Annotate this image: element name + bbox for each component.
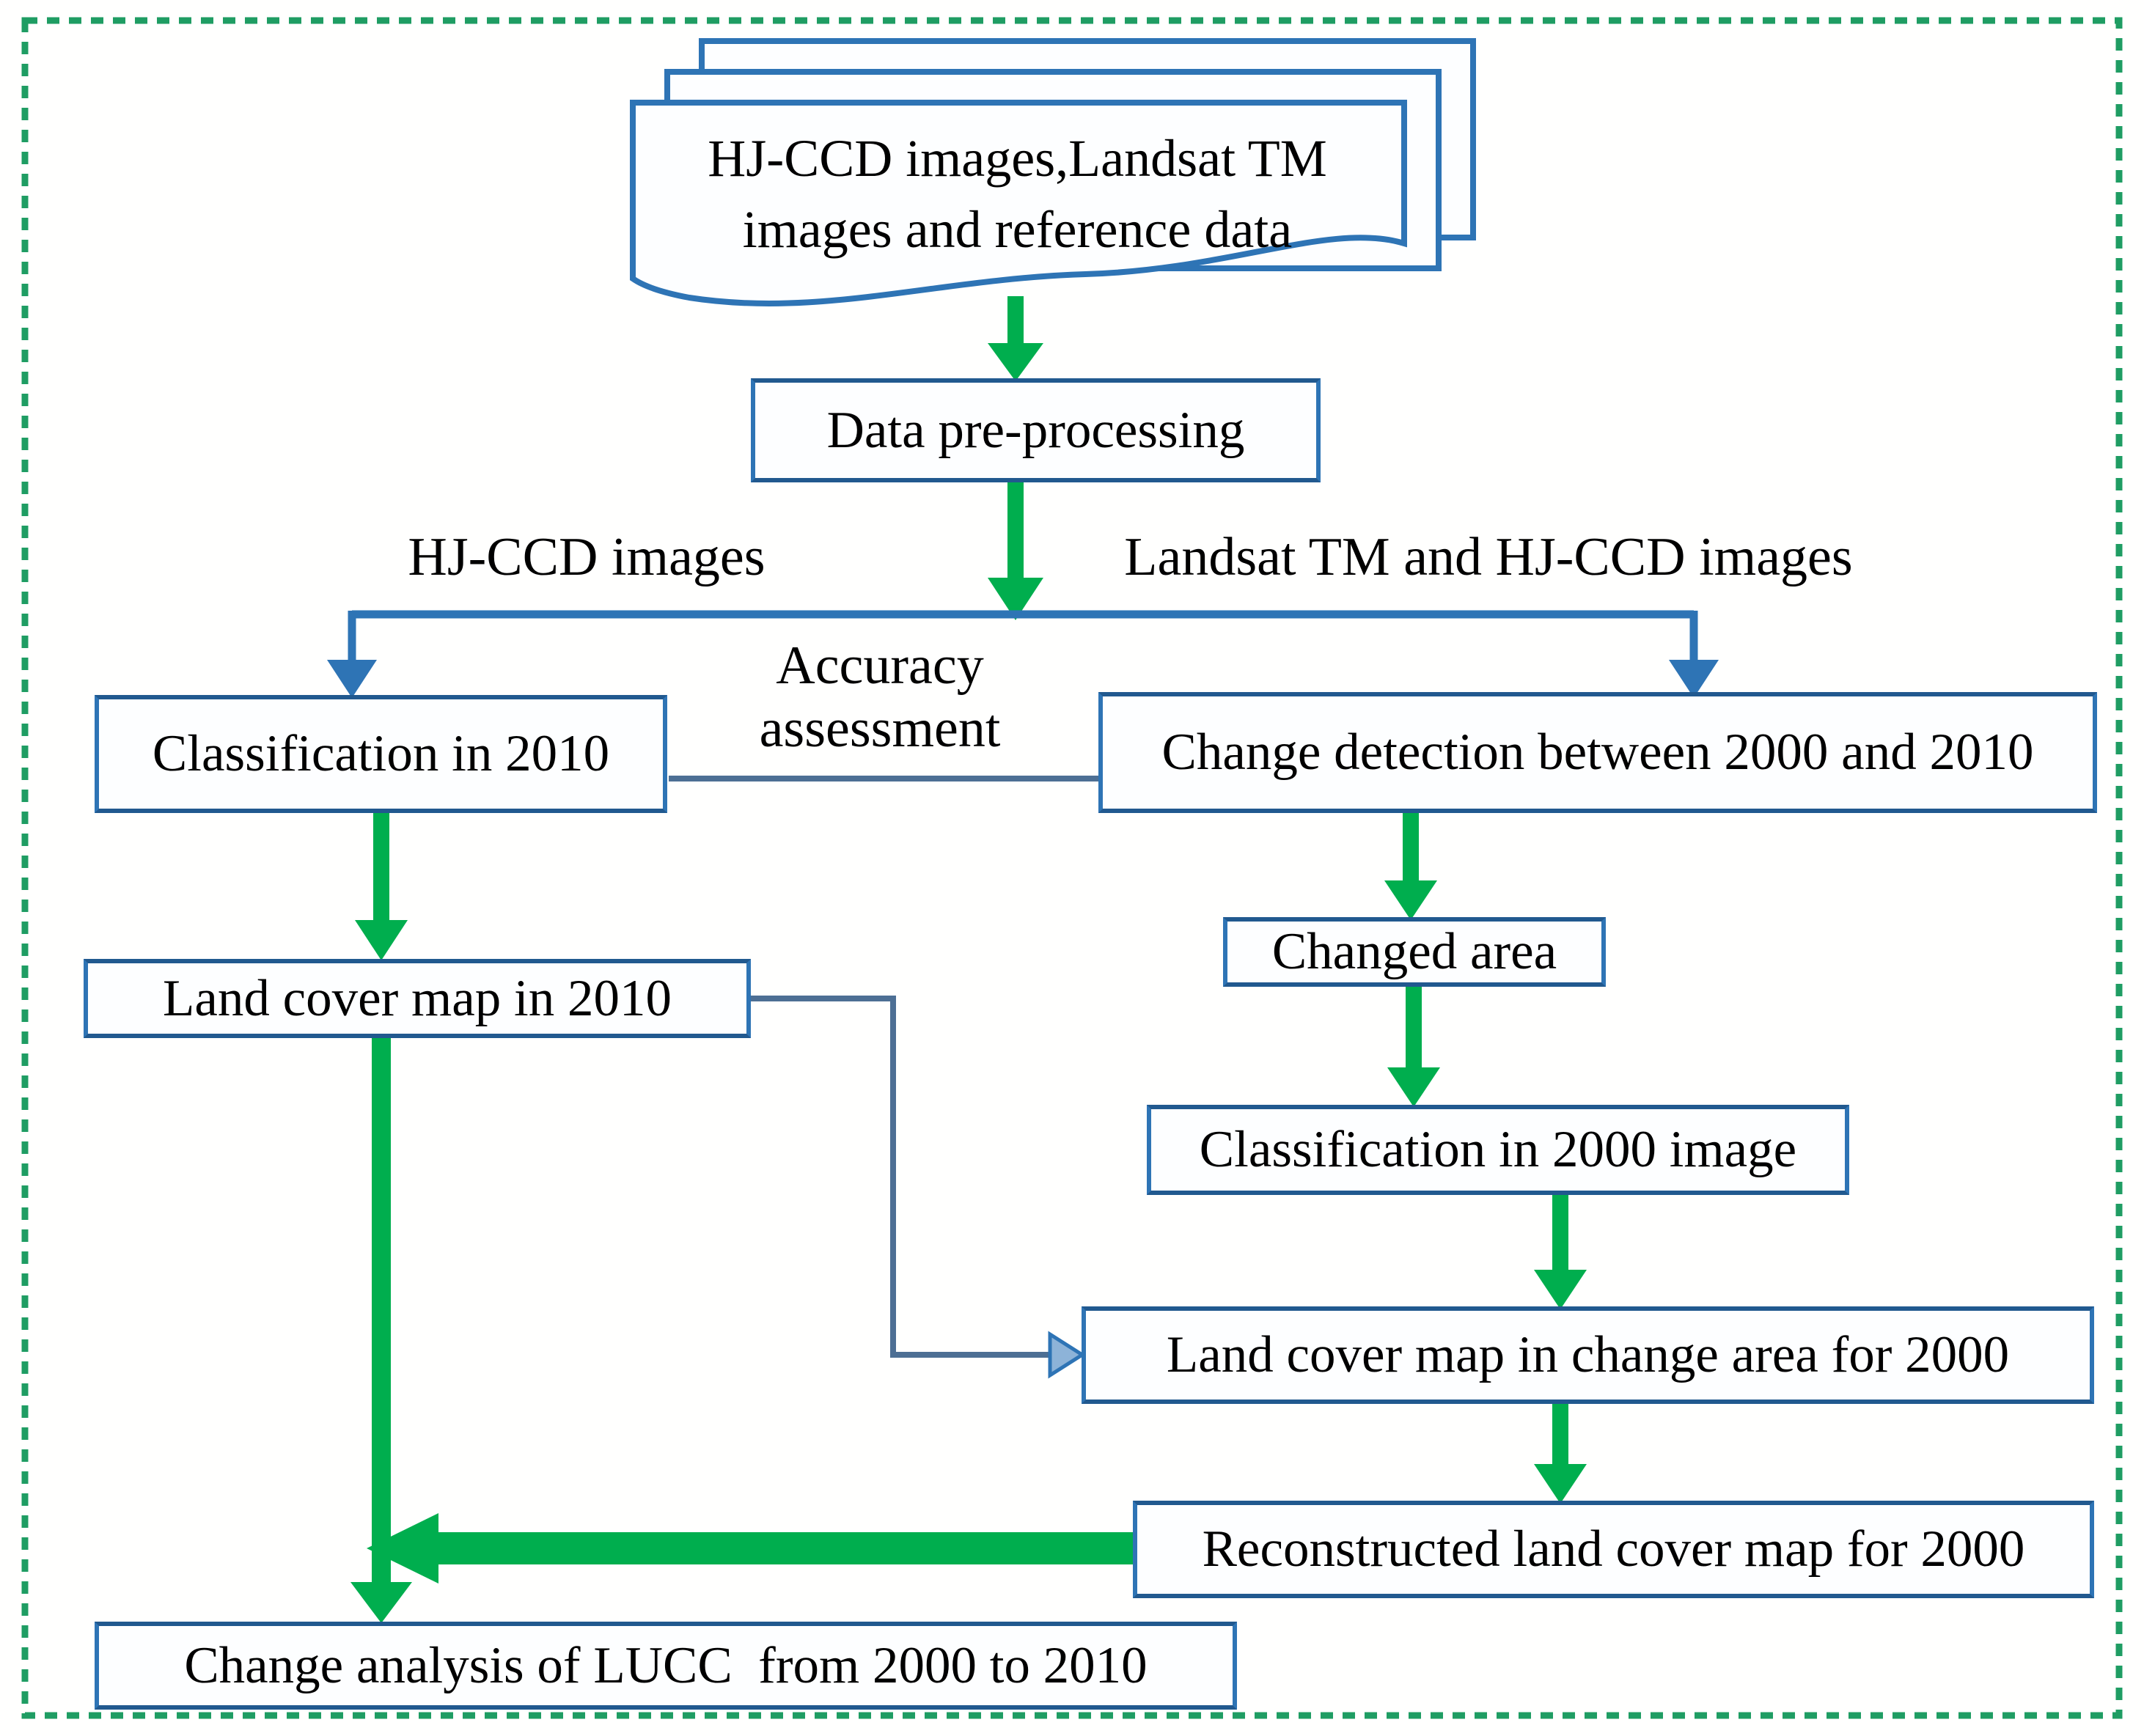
arrow-landcoverchange-to-reconstructed-shaft bbox=[1552, 1402, 1568, 1464]
document-shape-icon bbox=[630, 100, 1407, 306]
branch-right-arrowhead bbox=[1669, 660, 1719, 698]
arrow-landcoverchange-to-reconstructed-head bbox=[1534, 1464, 1587, 1504]
arrow-class2000-to-landcoverchange-head bbox=[1534, 1270, 1587, 1309]
node-reconstructed-land-cover-map-2000: Reconstructed land cover map for 2000 bbox=[1133, 1501, 2094, 1598]
arrow-preprocess-to-branch-shaft bbox=[1007, 481, 1024, 578]
arrow-class2000-to-landcoverchange-shaft bbox=[1552, 1194, 1568, 1270]
node-land-cover-map-change-area-2000: Land cover map in change area for 2000 bbox=[1082, 1306, 2094, 1404]
node-classification-2010: Classification in 2010 bbox=[95, 695, 667, 813]
node-change-detection: Change detection between 2000 and 2010 bbox=[1098, 692, 2097, 813]
arrow-class2010-to-landcover2010-head bbox=[355, 920, 408, 960]
dashed-border-frame bbox=[21, 17, 2123, 1719]
arrow-changedarea-to-class2000-head bbox=[1387, 1067, 1440, 1107]
edge-label-landsat-tm-and-hj-ccd-images: Landsat TM and HJ-CCD images bbox=[1124, 527, 1853, 587]
node-data-preprocessing: Data pre-processing bbox=[751, 378, 1321, 482]
branch-left-arrowhead bbox=[327, 660, 377, 698]
arrow-class2010-to-landcover2010-shaft bbox=[373, 810, 389, 920]
branch-split-line bbox=[348, 610, 1698, 661]
elbow-landcover2010-to-landcoverchange-head bbox=[1048, 1331, 1086, 1379]
edge-label-accuracy-assessment: Accuracy assessment bbox=[759, 636, 1001, 759]
arrow-reconstructed-to-junction-shaft bbox=[437, 1532, 1134, 1564]
arrow-changedet-to-changedarea-shaft bbox=[1403, 810, 1419, 880]
node-changed-area: Changed area bbox=[1223, 917, 1606, 987]
edge-label-hj-ccd-images: HJ-CCD images bbox=[408, 527, 766, 587]
elbow-landcover2010-to-landcoverchange-line bbox=[751, 996, 1050, 1358]
node-source-data-label: HJ-CCD images,Landsat TM images and refe… bbox=[708, 129, 1327, 260]
node-change-analysis-lucc: Change analysis of LUCC from 2000 to 201… bbox=[95, 1622, 1237, 1710]
arrow-preprocess-to-branch-head bbox=[988, 578, 1043, 620]
arrow-source-to-preprocess-shaft bbox=[1007, 296, 1024, 343]
node-classification-2000-image: Classification in 2000 image bbox=[1147, 1105, 1849, 1195]
arrow-landcover2010-to-changeanalysis-shaft bbox=[372, 1037, 391, 1582]
arrow-reconstructed-to-junction-head bbox=[367, 1513, 438, 1584]
arrow-landcover2010-to-changeanalysis-head bbox=[350, 1582, 412, 1623]
arrow-changedarea-to-class2000-shaft bbox=[1406, 985, 1422, 1067]
arrow-source-to-preprocess-head bbox=[988, 343, 1043, 381]
arrow-changedet-to-changedarea-head bbox=[1384, 880, 1437, 920]
node-land-cover-map-2010: Land cover map in 2010 bbox=[84, 959, 751, 1038]
